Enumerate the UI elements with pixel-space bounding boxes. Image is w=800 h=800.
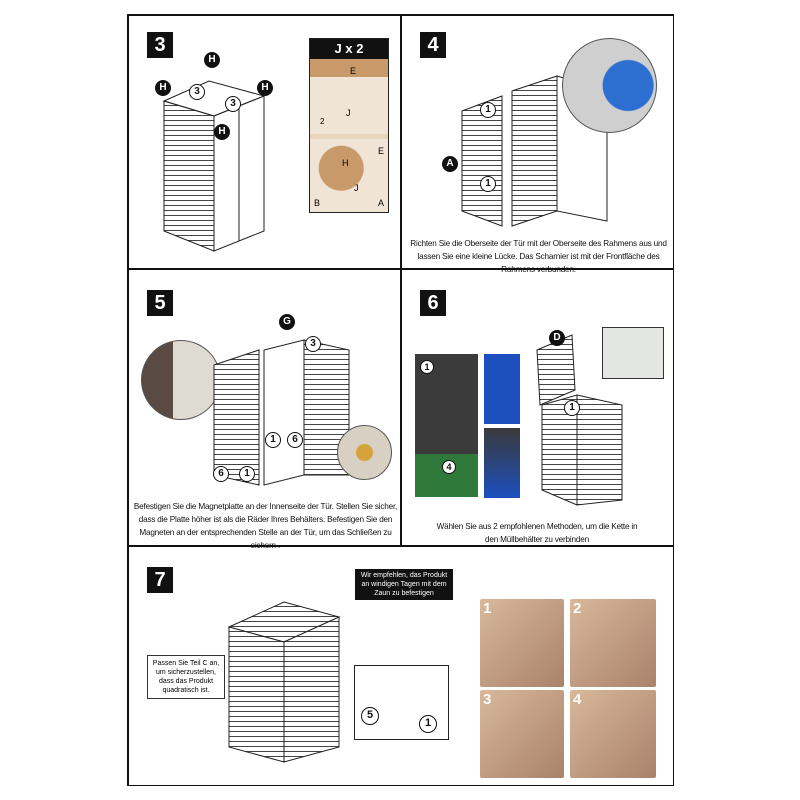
marker-1: 1 [564, 400, 580, 416]
assembled-bin-illustration [227, 601, 341, 763]
label-e: E [350, 66, 357, 76]
latch-photo-1: 1 [480, 599, 564, 687]
photo-number: 4 [573, 691, 582, 708]
marker-1: 1 [420, 360, 434, 374]
label-j: J [346, 108, 351, 118]
wind-note: Wir empfehlen, das Produkt an windigen T… [355, 569, 453, 600]
marker-h: H [155, 80, 171, 96]
step-number: 6 [420, 290, 446, 316]
instruction-sheet: 3 H H H H 3 3 J x 2 E J 2 H E B J A 4 A … [127, 14, 674, 786]
step-3-panel: 3 H H H H 3 3 J x 2 E J 2 H E B J A [128, 15, 401, 269]
step-number: 5 [147, 290, 173, 316]
label-j: J [354, 183, 359, 193]
adjust-note: Passen Sie Teil C an, um sicherzustellen… [147, 655, 225, 699]
hinge-detail [602, 327, 664, 379]
step-6-caption: Wählen Sie aus 2 empfohlenen Methoden, u… [436, 522, 638, 544]
marker-6: 6 [213, 466, 229, 482]
marker-1: 1 [265, 432, 281, 448]
label-e: E [378, 146, 385, 156]
photo-number: 3 [483, 691, 492, 708]
chain-photo-3 [484, 428, 520, 498]
marker-6: 6 [287, 432, 303, 448]
marker-1: 1 [419, 715, 437, 733]
marker-1: 1 [480, 102, 496, 118]
marker-h: H [204, 52, 220, 68]
step-number: 3 [147, 32, 173, 58]
marker-5: 5 [361, 707, 379, 725]
label-b: B [314, 198, 321, 208]
marker-4: 4 [442, 460, 456, 474]
label-h: H [342, 158, 349, 168]
marker-d: D [549, 330, 565, 346]
bracket-detail [354, 665, 449, 740]
step-5-panel: 5 G 3 1 6 6 1 Befestigen Sie die Magnetp… [128, 269, 401, 550]
label-2: 2 [320, 117, 325, 126]
frame-illustration [162, 80, 266, 252]
callout-title: J x 2 [310, 39, 388, 59]
marker-h: H [214, 124, 230, 140]
latch-photo-2: 2 [570, 599, 656, 687]
step-4-panel: 4 A 1 1 Richten Sie die Oberseite der Tü… [401, 15, 674, 274]
marker-g: G [279, 314, 295, 330]
hinge-zoom [562, 38, 657, 133]
latch-photo-4: 4 [570, 690, 656, 778]
step-6-panel: 6 1 4 D 1 Wählen Sie aus 2 empfohlenen M… [401, 269, 674, 546]
lid-open-illustration [536, 334, 623, 506]
marker-3: 3 [225, 96, 241, 112]
step-number: 4 [420, 32, 446, 58]
marker-3: 3 [189, 84, 205, 100]
photo-number: 2 [573, 600, 582, 617]
door-open-illustration [213, 339, 350, 486]
marker-h: H [257, 80, 273, 96]
chain-photo-2 [484, 354, 520, 424]
latch-photo-3: 3 [480, 690, 564, 778]
callout-box: J x 2 E J 2 H E B J A [309, 38, 389, 213]
chain-photo-1 [415, 354, 478, 497]
marker-3: 3 [305, 336, 321, 352]
label-a: A [378, 198, 385, 208]
step-number: 7 [147, 567, 173, 593]
step-5-caption: Befestigen Sie die Magnetplatte an der I… [133, 502, 398, 550]
step-7-panel: 7 Passen Sie Teil C an, um sicherzustell… [128, 546, 674, 786]
marker-a: A [442, 156, 458, 172]
marker-1: 1 [480, 176, 496, 192]
magnet-plate-zoom [337, 425, 392, 480]
photo-number: 1 [483, 600, 492, 617]
marker-1: 1 [239, 466, 255, 482]
